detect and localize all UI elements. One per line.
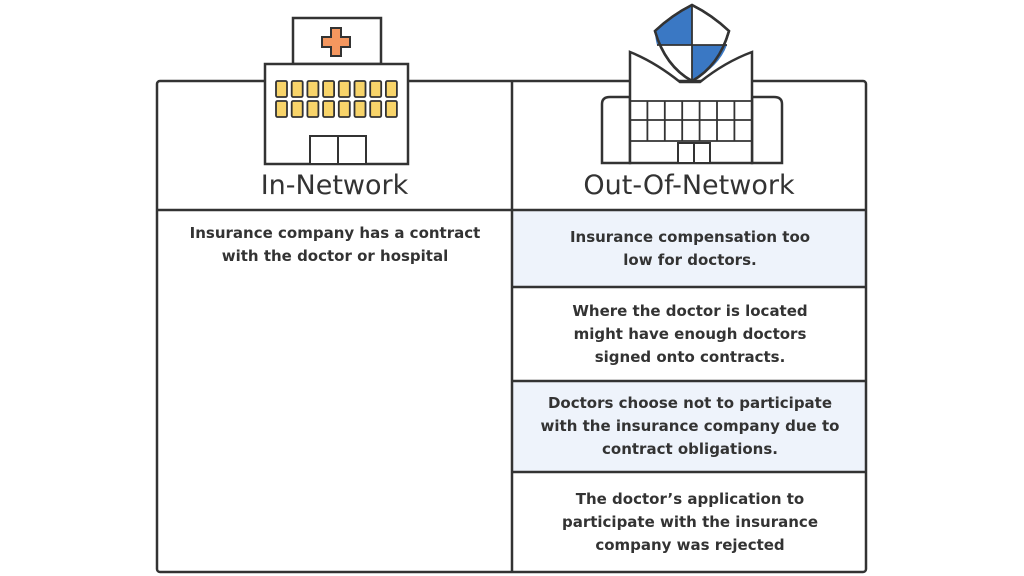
window xyxy=(306,80,320,98)
window xyxy=(290,100,304,118)
table-grid xyxy=(155,79,868,574)
window xyxy=(322,100,336,118)
window xyxy=(322,80,336,98)
shield-icon xyxy=(653,3,731,83)
window xyxy=(275,100,288,118)
window xyxy=(337,80,351,98)
window xyxy=(384,80,398,98)
window xyxy=(306,100,320,118)
out-of-network-reason-3: Doctors choose not to participate with t… xyxy=(540,394,840,458)
window xyxy=(353,100,367,118)
column-heading-in-network: In-Network xyxy=(260,170,409,201)
window xyxy=(369,100,383,118)
window xyxy=(384,100,398,118)
window xyxy=(337,100,351,118)
out-of-network-reason-1: Insurance compensation too low for docto… xyxy=(569,228,811,269)
hospital-icon xyxy=(263,16,410,166)
window xyxy=(369,80,383,98)
out-of-network-reason-2: Where the doctor is located might have e… xyxy=(572,301,808,366)
window xyxy=(353,80,367,98)
in-network-description: Insurance company has a contract with th… xyxy=(189,224,481,265)
column-heading-out-of-network: Out-Of-Network xyxy=(583,170,795,201)
highlight-row-3 xyxy=(513,381,865,472)
insured-building-icon xyxy=(600,3,784,165)
window xyxy=(290,80,304,98)
window xyxy=(275,80,288,98)
out-of-network-reason-4: The doctor’s application to participate … xyxy=(561,489,819,554)
highlight-row-1 xyxy=(513,211,865,287)
